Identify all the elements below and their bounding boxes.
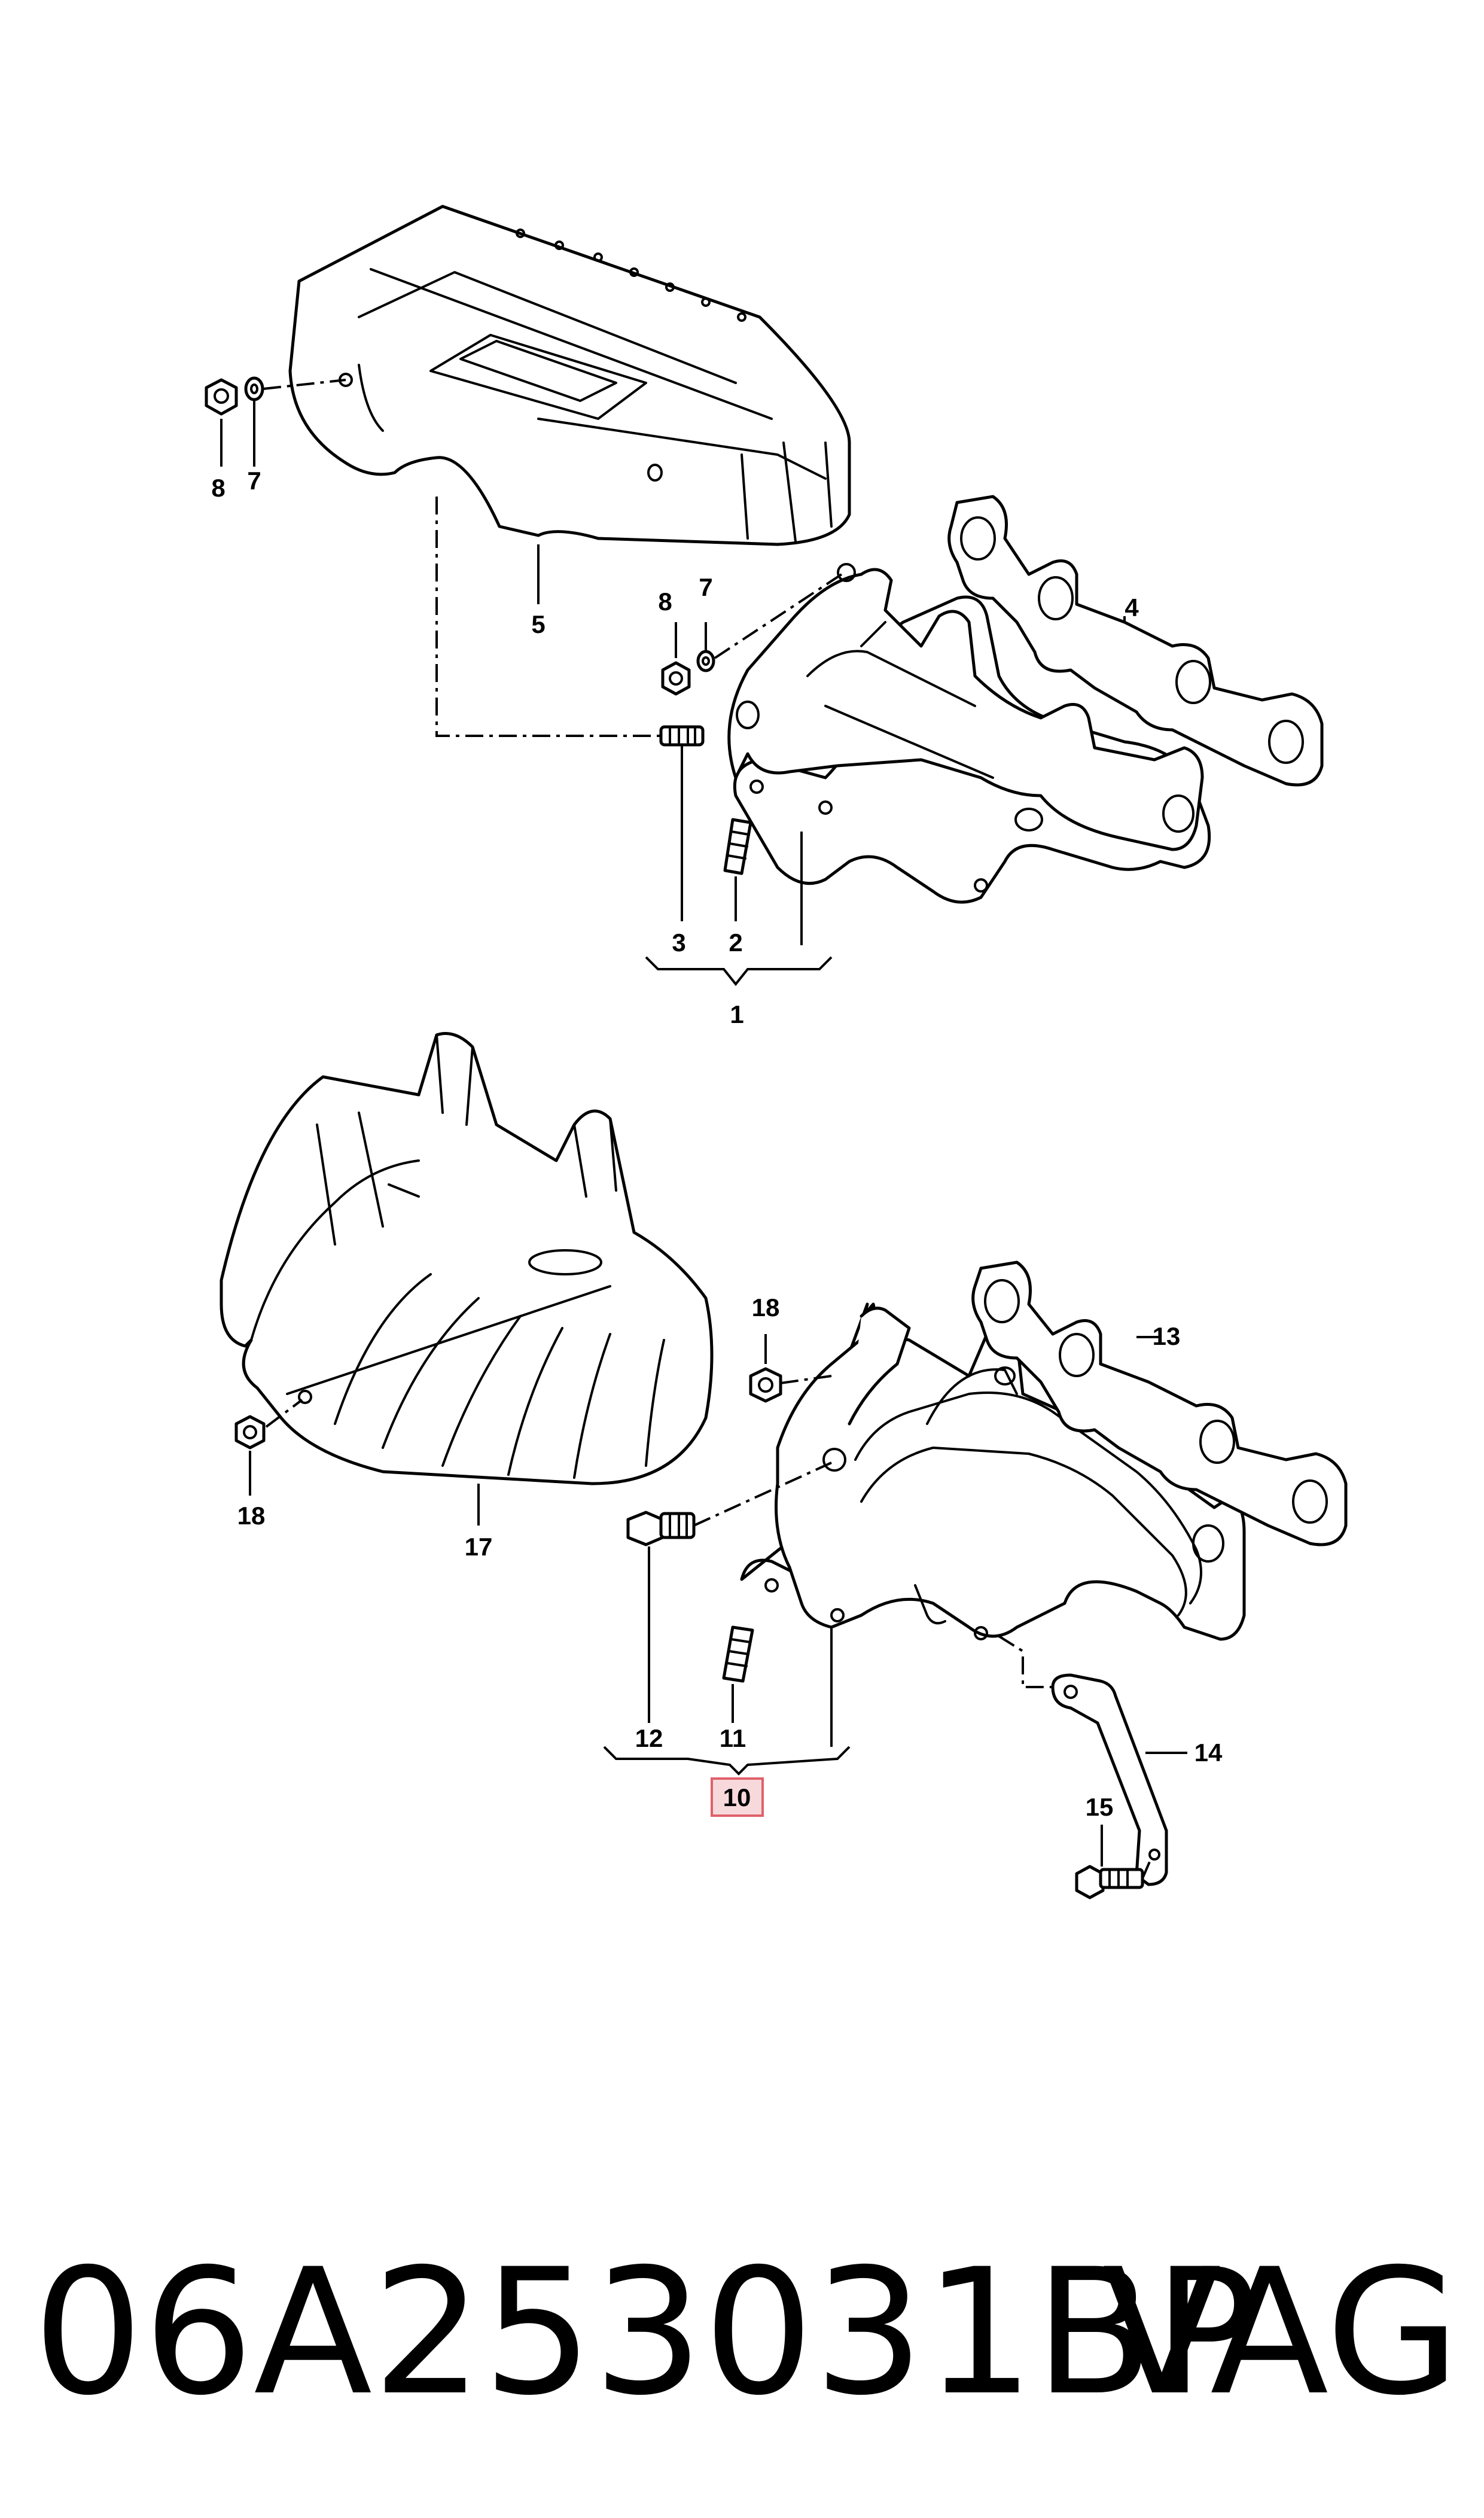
exhaust-manifold-lower (740, 1302, 1246, 1641)
callout-5: 5 (531, 610, 545, 638)
callout-10-highlight (711, 1777, 764, 1817)
sensor-fitting-12 (626, 1511, 696, 1546)
callout-15: 15 (1086, 1793, 1114, 1821)
heat-shield-lower (220, 1032, 714, 1485)
heat-shield-upper (288, 205, 851, 546)
nut-lower-left (234, 1415, 266, 1450)
callout-18-upper: 18 (752, 1293, 780, 1322)
callout-8-upper-middle: 8 (658, 587, 672, 616)
washer-upper-middle (696, 650, 715, 672)
bolt-15 (1075, 1865, 1144, 1899)
stud-11 (722, 1625, 754, 1683)
callout-8-upper-left: 8 (211, 474, 225, 502)
exhaust-manifold-upper (727, 563, 1211, 904)
stud-2 (723, 818, 752, 875)
callout-2: 2 (729, 928, 742, 957)
callout-13: 13 (1153, 1322, 1181, 1350)
part-number-label: 06A253031BP (33, 2232, 1258, 2434)
manifold-gasket-lower (971, 1260, 1348, 1546)
callout-7-upper-middle: 7 (699, 573, 712, 601)
manifold-gasket-upper (947, 495, 1324, 787)
callout-11: 11 (720, 1724, 746, 1752)
callout-4: 4 (1125, 593, 1139, 622)
bracket-14 (1051, 1673, 1168, 1886)
callout-10: 10 (723, 1783, 751, 1811)
callout-3: 3 (672, 928, 685, 957)
nut-upper-left (205, 378, 238, 416)
callout-1: 1 (730, 1000, 743, 1028)
nut-upper-middle (661, 661, 691, 696)
callout-14: 14 (1194, 1738, 1223, 1767)
brand-label: VAG (1102, 2232, 1460, 2434)
stud-3 (659, 725, 705, 747)
callout-18-left: 18 (237, 1502, 266, 1530)
washer-upper-left (244, 376, 264, 401)
callout-7-upper-left: 7 (247, 467, 261, 495)
callout-17: 17 (465, 1533, 493, 1561)
nut-lower-right (749, 1367, 782, 1403)
callout-12: 12 (635, 1724, 663, 1752)
